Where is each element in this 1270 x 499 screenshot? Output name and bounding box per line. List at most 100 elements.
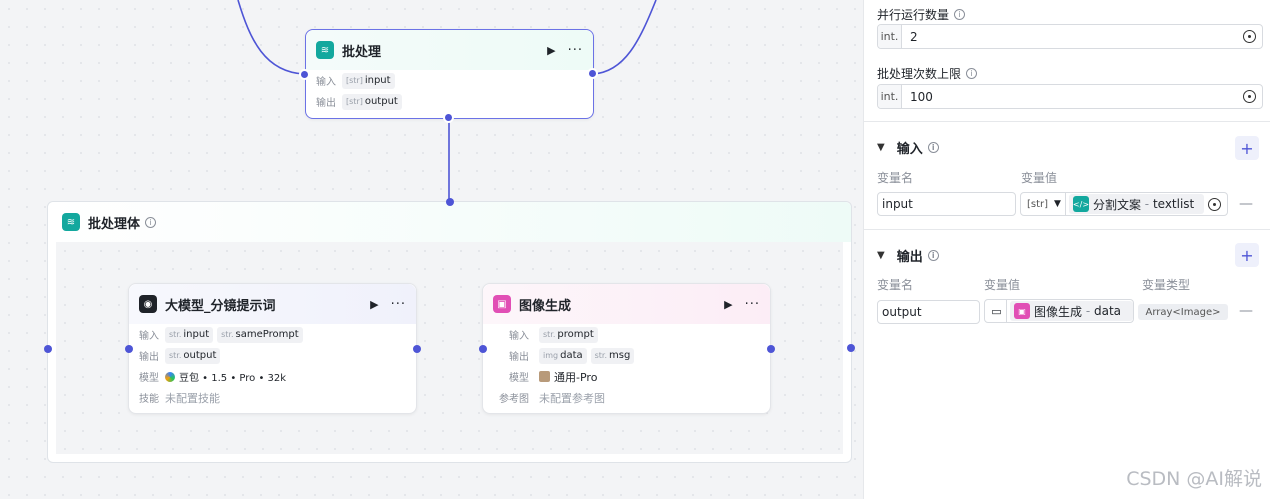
variable-reference[interactable]: ▣ 图像生成 - data [1010, 301, 1133, 321]
add-output-button[interactable]: + [1235, 243, 1259, 267]
parallel-label-row: 并行运行数量 i [877, 6, 966, 23]
skill-label: 技能 [139, 394, 159, 405]
variable-toggle-icon[interactable] [1208, 197, 1221, 211]
input-label: 输入 [139, 331, 159, 342]
variable-tag: [str]input [342, 72, 395, 89]
parallel-label: 并行运行数量 [877, 8, 950, 22]
batch-input-port[interactable] [299, 69, 310, 80]
batch-node-title: 批处理 [342, 44, 382, 60]
llm-input-port[interactable] [125, 345, 133, 353]
watermark: CSDN @AI解说 [1126, 468, 1262, 490]
input-label: 输入 [509, 331, 529, 342]
ref-label: 参考图 [499, 394, 529, 405]
model-avatar-icon [539, 371, 550, 382]
image-ref-row: 参考图 未配置参考图 [483, 387, 770, 408]
parallel-input[interactable]: int. 2 [877, 24, 1263, 49]
group-left-port[interactable] [44, 345, 52, 353]
output-label: 输出 [316, 98, 336, 109]
output-type-badge: Array<Image> [1138, 304, 1228, 320]
llm-skill-row: 技能 未配置技能 [129, 387, 416, 408]
group-right-port[interactable] [847, 344, 855, 352]
info-icon[interactable]: i [966, 68, 978, 79]
variable-toggle-icon[interactable] [1243, 90, 1256, 103]
variable-reference[interactable]: </> 分割文案 - textlist [1068, 194, 1204, 214]
output-var-value-field[interactable]: ▭ ▣ 图像生成 - data [984, 299, 1134, 323]
llm-node-title: 大模型_分镜提示词 [165, 298, 276, 314]
model-value: 豆包 • 1.5 • Pro • 32k [179, 373, 287, 384]
batch-node[interactable]: ≋ 批处理 ▶ ··· 输入 [str]input 输出 [str]output [305, 29, 594, 119]
info-icon[interactable]: i [145, 216, 157, 228]
remove-input-button[interactable]: — [1239, 196, 1253, 212]
input-var-value-field[interactable]: [str] ▼ </> 分割文案 - textlist [1020, 192, 1228, 216]
outputs-section-header[interactable]: ▼ 输出 i [877, 246, 939, 265]
max-batch-input[interactable]: int. 100 [877, 84, 1263, 109]
doubao-icon [165, 371, 175, 382]
chevron-down-icon[interactable]: ▼ [877, 250, 885, 261]
image-type-icon: img [543, 351, 559, 360]
type-select[interactable]: [str] ▼ [1023, 193, 1066, 215]
layers-icon: ≋ [62, 213, 80, 231]
outputs-title: 输出 [896, 250, 923, 265]
info-icon[interactable]: i [927, 142, 939, 153]
more-icon[interactable]: ··· [390, 296, 406, 312]
code-icon: </> [1073, 196, 1089, 212]
parallel-value[interactable]: 2 [910, 29, 918, 44]
col-name-header: 变量名 [877, 171, 914, 185]
image-icon: ▭ [987, 300, 1007, 322]
max-batch-label-row: 批处理次数上限 i [877, 65, 978, 82]
batch-output-row: 输出 [str]output [306, 91, 593, 112]
info-icon[interactable]: i [954, 9, 966, 20]
image-input-port[interactable] [479, 345, 487, 353]
chevron-down-icon[interactable]: ▼ [877, 142, 885, 153]
divider [864, 121, 1270, 122]
variable-tag: str.samePrompt [217, 326, 303, 343]
max-batch-value[interactable]: 100 [910, 89, 933, 104]
image-node-title: 图像生成 [519, 298, 572, 314]
variable-tag: [str]output [342, 93, 402, 110]
col-value-header: 变量值 [1021, 171, 1058, 185]
group-top-port[interactable] [446, 198, 454, 206]
inputs-section-header[interactable]: ▼ 输入 i [877, 138, 939, 157]
add-input-button[interactable]: + [1235, 136, 1259, 160]
more-icon[interactable]: ··· [744, 296, 760, 312]
llm-node[interactable]: ◉ 大模型_分镜提示词 ▶ ··· 输入 str.input str.sameP… [128, 283, 417, 414]
workflow-canvas[interactable]: ≋ 批处理 ▶ ··· 输入 [str]input 输出 [str]output… [0, 0, 863, 499]
model-label: 模型 [139, 373, 159, 384]
edge-out-of-batch [592, 0, 657, 75]
remove-output-button[interactable]: — [1239, 303, 1253, 319]
batch-body-port[interactable] [443, 112, 454, 123]
layers-icon: ≋ [316, 41, 334, 59]
max-batch-label: 批处理次数上限 [877, 67, 962, 81]
ref-value: 未配置参考图 [539, 391, 605, 405]
batch-node-header: ≋ 批处理 ▶ ··· [306, 30, 593, 70]
edge-into-batch [237, 0, 305, 75]
llm-icon: ◉ [139, 295, 157, 313]
skill-value: 未配置技能 [165, 391, 220, 405]
model-value: 通用-Pro [554, 370, 598, 384]
image-gen-icon: ▣ [1014, 303, 1030, 319]
batch-output-port[interactable] [587, 68, 598, 79]
image-output-port[interactable] [767, 345, 775, 353]
play-icon[interactable]: ▶ [370, 297, 379, 311]
variable-tag: str.input [165, 326, 214, 343]
llm-model-row: 模型 豆包 • 1.5 • Pro • 32k [129, 366, 416, 387]
image-gen-icon: ▣ [493, 295, 511, 313]
variable-toggle-icon[interactable] [1243, 30, 1256, 43]
play-icon[interactable]: ▶ [724, 297, 733, 311]
divider [864, 229, 1270, 230]
group-header: ≋ 批处理体 i [48, 202, 851, 242]
more-icon[interactable]: ··· [567, 42, 583, 58]
play-icon[interactable]: ▶ [547, 43, 556, 57]
llm-input-row: 输入 str.input str.samePrompt [129, 324, 416, 345]
inputs-title: 输入 [896, 142, 923, 157]
batch-input-row: 输入 [str]input [306, 70, 593, 91]
type-prefix: int. [878, 25, 902, 48]
llm-output-port[interactable] [413, 345, 421, 353]
llm-output-row: 输出 str.output [129, 345, 416, 366]
output-var-name-field[interactable]: output [877, 300, 980, 324]
batch-body-group[interactable]: ≋ 批处理体 i [47, 201, 852, 463]
info-icon[interactable]: i [927, 250, 939, 261]
input-var-name-field[interactable]: input [877, 192, 1016, 216]
